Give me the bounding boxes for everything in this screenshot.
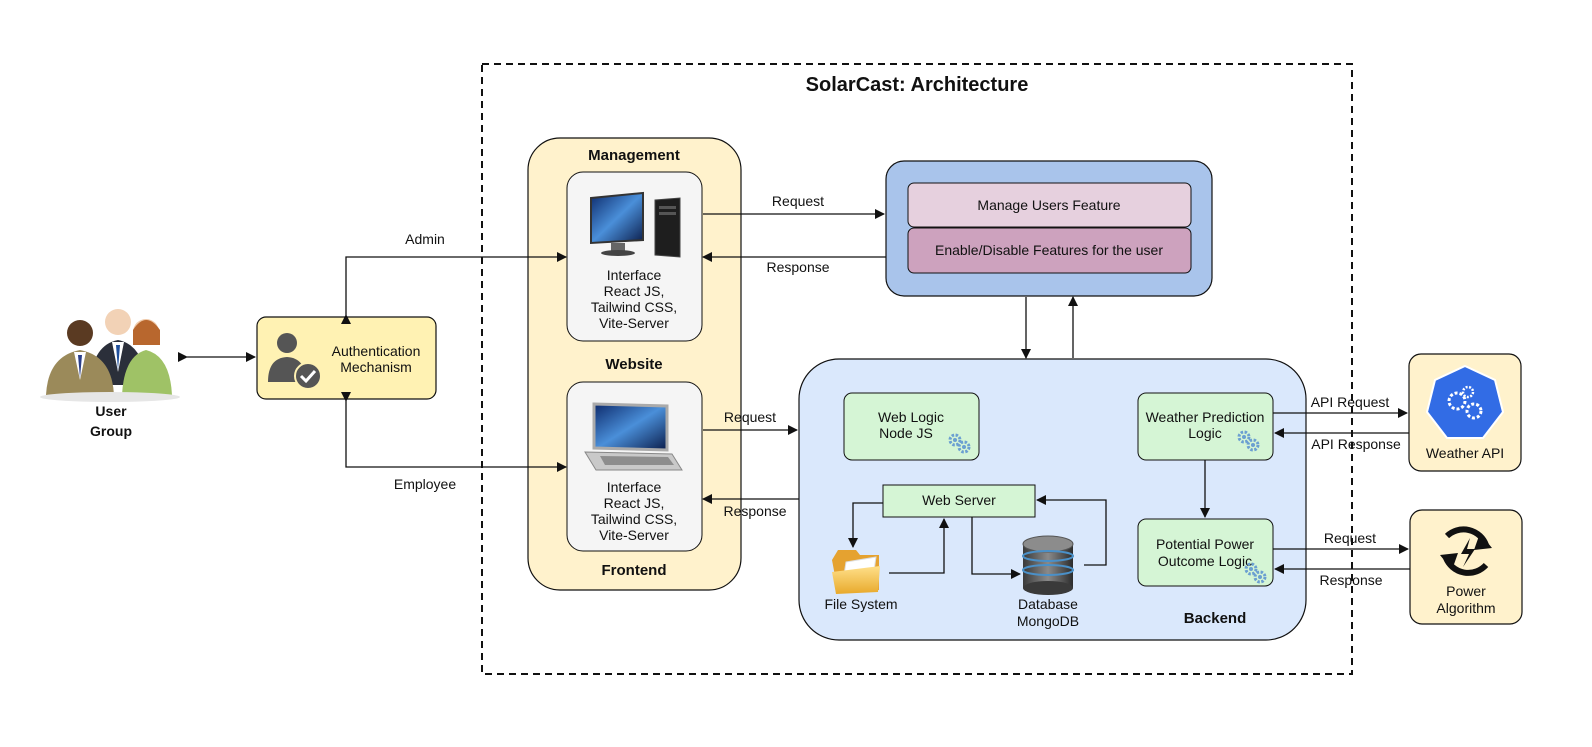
server-to-filesystem-arrow <box>848 502 883 548</box>
user-check-icon <box>268 333 322 390</box>
weather-api-label: Weather API <box>1426 445 1504 461</box>
backend-label: Backend <box>1184 610 1247 627</box>
website-request-label: Request <box>724 409 776 425</box>
system-boundary <box>481 63 1353 675</box>
filesystem-to-server-arrow <box>889 518 949 574</box>
management-interface-line-4: Vite-Server <box>599 315 669 331</box>
management-interface-line-2: React JS, <box>604 283 665 299</box>
weather-logic-line-1: Weather Prediction <box>1146 409 1265 425</box>
database-line-2: MongoDB <box>1017 613 1079 629</box>
api-request-label: API Request <box>1311 394 1390 410</box>
database-line-1: Database <box>1018 596 1078 612</box>
weather-logic-line-2: Logic <box>1188 425 1221 441</box>
website-interface-line-3: Tailwind CSS, <box>591 511 677 527</box>
user-group-label-2: Group <box>90 423 132 439</box>
management-label: Management <box>588 147 680 164</box>
power-logic-line-1: Potential Power <box>1156 536 1254 552</box>
website-response-label: Response <box>723 503 786 519</box>
management-interface-line-3: Tailwind CSS, <box>591 299 677 315</box>
website-label: Website <box>605 356 662 373</box>
file-system-label: File System <box>824 596 897 612</box>
user-group-label: User <box>95 403 127 419</box>
enable-disable-feature <box>907 227 1192 274</box>
admin-connector <box>341 252 567 324</box>
website-interface-line-4: Vite-Server <box>599 527 669 543</box>
auth-label-2: Mechanism <box>340 359 412 375</box>
database-to-server-arrow <box>1036 495 1107 566</box>
power-algorithm-line-2: Algorithm <box>1436 600 1495 616</box>
employee-connector <box>341 392 567 472</box>
manage-users-feature-label: Manage Users Feature <box>977 197 1120 213</box>
kubernetes-icon <box>1425 364 1505 439</box>
enable-disable-feature-label: Enable/Disable Features for the user <box>935 242 1163 258</box>
database-icon <box>1022 535 1074 595</box>
admin-label: Admin <box>405 231 445 247</box>
api-response-label: API Response <box>1311 436 1401 452</box>
user-group-icon <box>40 309 180 402</box>
frontend-label: Frontend <box>602 562 667 579</box>
mgmt-request-label: Request <box>772 193 824 209</box>
folder-icon <box>832 550 880 594</box>
web-logic-line-2: Node JS <box>879 425 933 441</box>
power-request-label: Request <box>1324 530 1376 546</box>
web-logic-box <box>843 392 980 461</box>
website-interface-line-2: React JS, <box>604 495 665 511</box>
management-interface-line-1: Interface <box>607 267 662 283</box>
diagram-title: SolarCast: Architecture <box>806 74 1029 96</box>
server-to-database-arrow <box>971 517 1021 579</box>
laptop-icon <box>584 402 683 471</box>
refresh-power-icon <box>1440 526 1492 576</box>
power-algorithm-box <box>1409 509 1523 625</box>
website-interface-line-1: Interface <box>607 479 662 495</box>
mgmt-response-label: Response <box>766 259 829 275</box>
auth-label-1: Authentication <box>332 343 421 359</box>
web-logic-line-1: Web Logic <box>878 409 944 425</box>
power-algorithm-line-1: Power <box>1446 583 1486 599</box>
power-outcome-logic-box <box>1137 518 1274 587</box>
employee-label: Employee <box>394 476 456 492</box>
web-server-box <box>882 484 1036 518</box>
power-logic-line-2: Outcome Logic <box>1158 553 1252 569</box>
web-server-label: Web Server <box>922 492 996 508</box>
manage-users-feature <box>907 182 1192 228</box>
desktop-computer-icon <box>590 191 681 258</box>
power-response-label: Response <box>1319 572 1382 588</box>
